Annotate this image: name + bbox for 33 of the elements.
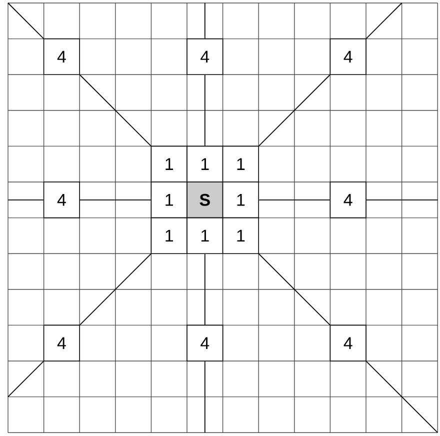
search-cell: 1: [150, 217, 188, 254]
search-cell: 4: [186, 324, 224, 362]
search-cell: 4: [43, 38, 80, 75]
search-cell: 4: [186, 38, 224, 75]
search-cell: 4: [330, 324, 366, 362]
connector-line: [204, 2, 206, 39]
connector-line: [80, 199, 152, 200]
search-cell: 1: [150, 182, 188, 218]
connector-line: [8, 2, 44, 39]
connector-line: [8, 360, 44, 398]
connector-line: [366, 199, 438, 200]
search-cell: 1: [222, 182, 259, 218]
connector-line: [204, 254, 206, 326]
connector-line: [366, 360, 438, 434]
connector-line: [8, 199, 44, 200]
search-cell: 1: [186, 217, 224, 254]
connector-line: [204, 74, 206, 146]
search-cell: 4: [43, 324, 80, 362]
connector-line: [80, 74, 152, 146]
connector-line: [258, 254, 330, 326]
search-cell: 4: [43, 182, 80, 218]
start-cell: S: [186, 182, 224, 218]
search-cell: 1: [150, 146, 188, 182]
connector-line: [80, 254, 152, 326]
connector-line: [258, 199, 330, 200]
search-cell: 4: [330, 182, 366, 218]
connector-line: [258, 74, 330, 146]
connector-line: [204, 360, 206, 434]
search-cell: 1: [222, 146, 259, 182]
search-cell: 1: [186, 146, 224, 182]
search-cell: 1: [222, 217, 259, 254]
connector-line: [366, 2, 402, 39]
search-cell: 4: [330, 38, 366, 75]
